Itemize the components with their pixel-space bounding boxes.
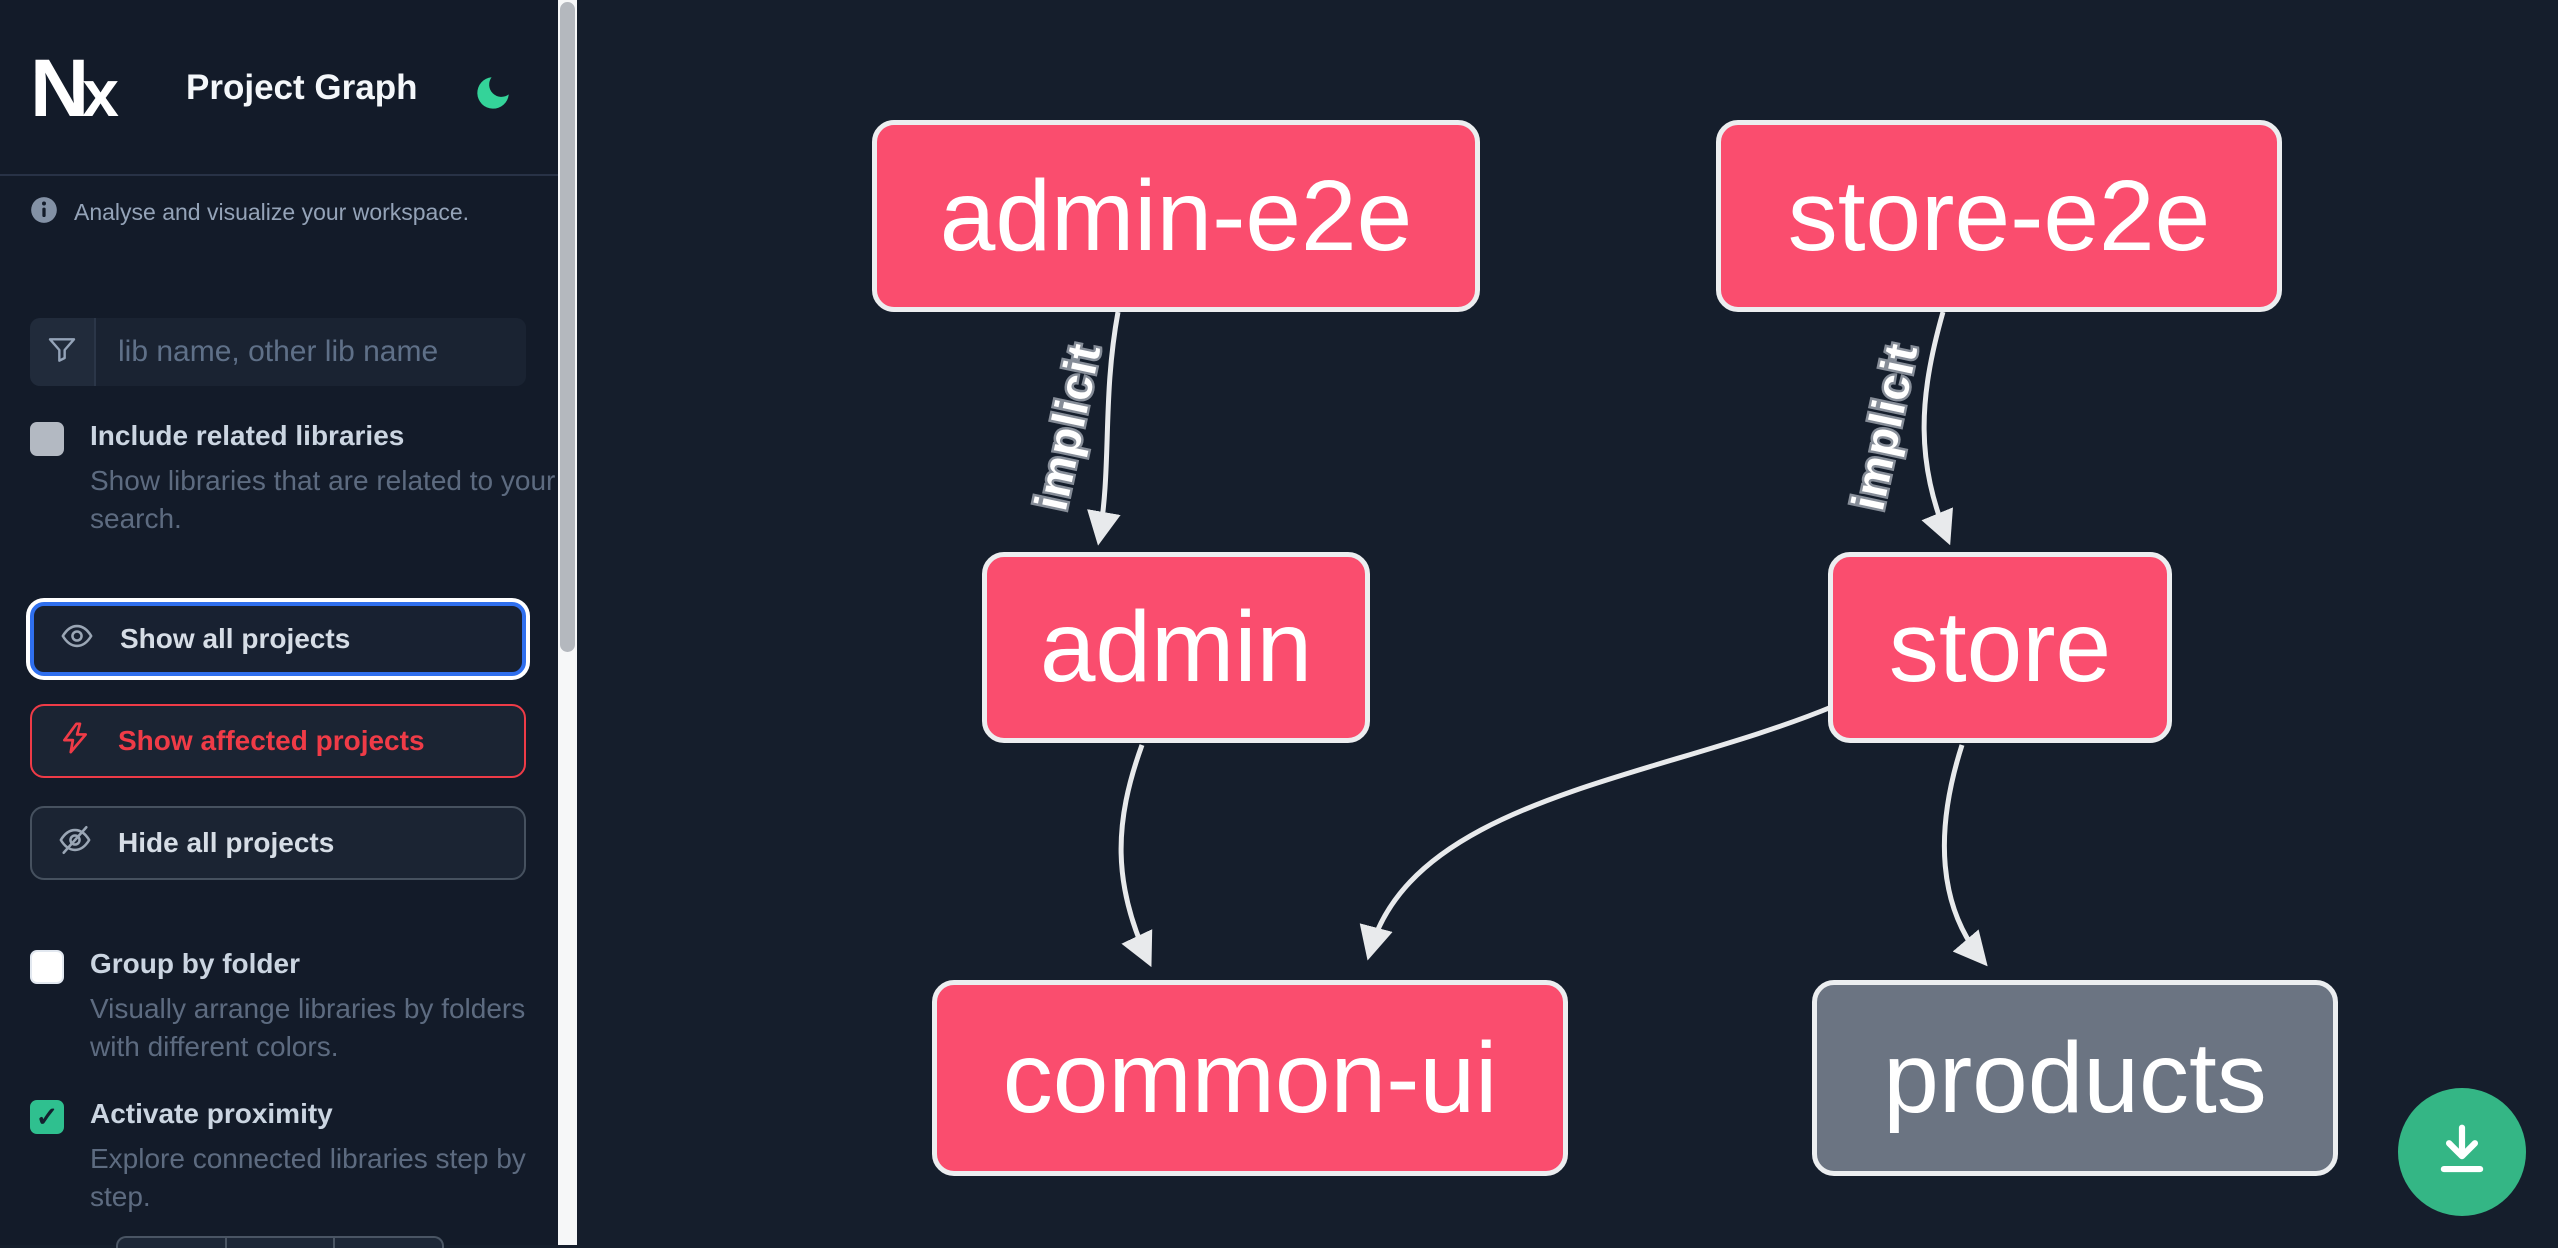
button-label: Hide all projects	[118, 827, 335, 858]
sidebar-scrollbar-track[interactable]	[558, 0, 577, 1245]
project-node-products[interactable]: products	[1812, 980, 2338, 1176]
edge-store-common-ui	[1359, 703, 1835, 961]
toggle-activate-proximity: ✓ Activate proximity Explore connected l…	[30, 1098, 558, 1216]
checkmark-icon: ✓	[35, 1101, 59, 1132]
proximity-stepper-partial[interactable]	[116, 1236, 444, 1248]
project-node-store-e2e[interactable]: store-e2e	[1716, 120, 2282, 312]
edge-admin-e2e-admin	[1087, 311, 1121, 546]
include-related-checkbox[interactable]	[30, 422, 64, 456]
edge-label-implicit: implicit	[1024, 339, 1110, 515]
show-all-projects-button[interactable]: Show all projects	[30, 602, 526, 676]
workspace-info: Analyse and visualize your workspace.	[30, 196, 530, 229]
filter-icon-cell	[30, 318, 96, 386]
stepper-decrement[interactable]	[118, 1238, 227, 1248]
sidebar-header: Nx Project Graph	[0, 0, 558, 176]
hide-all-projects-button[interactable]: Hide all projects	[30, 806, 526, 880]
toggle-label: Include related libraries	[90, 420, 405, 451]
bolt-icon	[58, 721, 92, 762]
project-node-common-ui[interactable]: common-ui	[932, 980, 1568, 1176]
project-node-admin[interactable]: admin	[982, 552, 1370, 743]
project-node-store[interactable]: store	[1828, 552, 2172, 743]
project-node-admin-e2e[interactable]: admin-e2e	[872, 120, 1480, 312]
stepper-value	[227, 1238, 336, 1248]
toggle-description: Explore connected libraries step by step…	[90, 1143, 526, 1212]
edge-store-e2e-store	[1921, 311, 1953, 546]
info-icon	[30, 196, 58, 229]
show-affected-projects-button[interactable]: Show affected projects	[30, 704, 526, 778]
toggle-label: Activate proximity	[90, 1098, 333, 1129]
eye-off-icon	[58, 823, 92, 864]
group-by-folder-checkbox[interactable]	[30, 950, 64, 984]
button-label: Show affected projects	[118, 725, 425, 756]
activate-proximity-checkbox[interactable]: ✓	[30, 1100, 64, 1134]
button-label: Show all projects	[120, 623, 351, 654]
eye-icon	[60, 619, 94, 660]
edge-admin-common-ui	[1118, 744, 1153, 968]
download-icon	[2431, 1120, 2493, 1185]
edge-store-products	[1941, 744, 1988, 967]
search-input[interactable]	[96, 318, 526, 386]
toggle-label: Group by folder	[90, 948, 300, 979]
toggle-include-related: Include related libraries Show libraries…	[30, 420, 558, 538]
sidebar: Nx Project Graph Analyse and visualize y…	[0, 0, 558, 1248]
toggle-group-by-folder: Group by folder Visually arrange librari…	[30, 948, 558, 1066]
info-text: Analyse and visualize your workspace.	[74, 199, 470, 225]
dark-mode-toggle[interactable]	[472, 72, 514, 114]
page-title: Project Graph	[186, 68, 418, 107]
edge-label-implicit: implicit	[1841, 339, 1927, 515]
library-filter	[30, 318, 526, 386]
toggle-description: Visually arrange libraries by folders wi…	[90, 993, 526, 1062]
download-image-button[interactable]	[2398, 1088, 2526, 1216]
sidebar-scrollbar-thumb[interactable]	[560, 2, 575, 652]
toggle-description: Show libraries that are related to your …	[90, 465, 556, 534]
moon-icon	[472, 77, 514, 118]
stepper-increment[interactable]	[335, 1238, 442, 1248]
nx-logo: Nx	[30, 43, 119, 134]
filter-icon	[46, 334, 78, 371]
